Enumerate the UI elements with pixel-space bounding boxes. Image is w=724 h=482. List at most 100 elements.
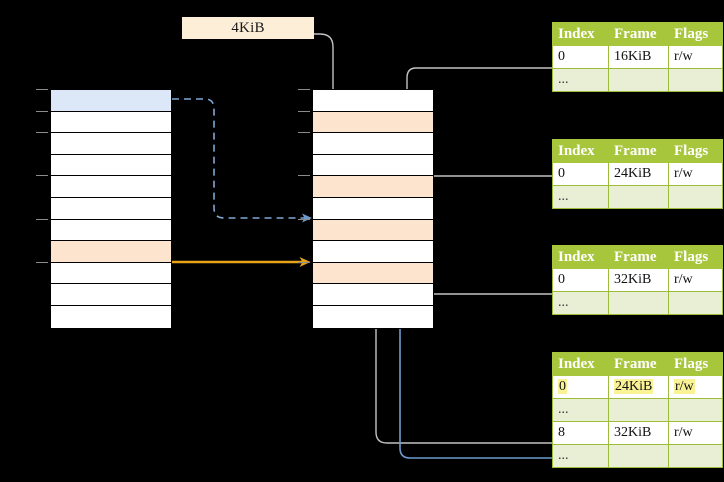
- virtual-address-space-tick-6: [36, 218, 48, 220]
- physical-address-space-row-3: [313, 154, 433, 177]
- cell-frame: 24KiB: [608, 162, 669, 186]
- virtual-address-space-tick-1: [36, 110, 48, 112]
- virtual-address-space-column: [50, 89, 172, 329]
- cell-index: 0: [552, 268, 609, 292]
- virtual-address-space-row-0: [51, 90, 171, 112]
- cell-flags: r/w: [668, 421, 723, 445]
- table-row: 0 24KiB r/w: [552, 375, 723, 399]
- cell-frame: 32KiB: [608, 268, 669, 292]
- cell-frame: [608, 185, 669, 209]
- physical-address-space-row-2: [313, 133, 433, 155]
- virtual-address-space-row-10: [51, 305, 171, 328]
- physical-address-space-row-9: [313, 284, 433, 306]
- physical-address-space-row-8: [313, 262, 433, 285]
- table-row: ...: [552, 291, 723, 315]
- physical-address-space-row-7: [313, 241, 433, 263]
- column-header-flags: Flags: [668, 22, 723, 46]
- cell-index: ...: [552, 291, 609, 315]
- cell-frame: [608, 444, 669, 468]
- virtual-address-space-row-7: [51, 241, 171, 263]
- wire-blue-dashed: [172, 98, 312, 223]
- physical-address-space-tick-6: [298, 218, 310, 220]
- cell-flags: r/w: [668, 162, 723, 186]
- highlighted-value: r/w: [674, 379, 695, 394]
- virtual-address-space-tick-8: [36, 261, 48, 263]
- virtual-address-space-row-3: [51, 154, 171, 177]
- physical-address-space-row-0: [313, 90, 433, 112]
- cell-flags: r/w: [668, 375, 723, 399]
- column-header-index: Index: [552, 139, 609, 163]
- highlighted-value: 24KiB: [614, 379, 654, 394]
- virtual-address-space-row-1: [51, 111, 171, 134]
- page-size-label: 4KiB: [182, 17, 314, 39]
- cell-frame: [608, 398, 669, 422]
- cell-index: ...: [552, 398, 609, 422]
- physical-address-space-tick-0: [298, 89, 310, 90]
- cell-index: ...: [552, 444, 609, 468]
- virtual-address-space-row-4: [51, 176, 171, 198]
- column-header-flags: Flags: [668, 352, 723, 376]
- virtual-address-space-row-5: [51, 197, 171, 220]
- physical-address-space-row-4: [313, 176, 433, 198]
- physical-address-space-row-10: [313, 305, 433, 328]
- column-header-index: Index: [552, 245, 609, 269]
- cell-flags: [668, 444, 723, 468]
- cell-frame: [608, 68, 669, 92]
- physical-address-space-tick-4: [298, 175, 310, 177]
- cell-flags: [668, 68, 723, 92]
- column-header-index: Index: [552, 22, 609, 46]
- cell-flags: [668, 185, 723, 209]
- cell-index: ...: [552, 185, 609, 209]
- virtual-address-space-row-2: [51, 133, 171, 155]
- cell-index: 0: [552, 375, 609, 399]
- virtual-address-space-tick-0: [36, 89, 48, 90]
- physical-address-space-tick-1: [298, 110, 310, 112]
- cell-frame: [608, 291, 669, 315]
- virtual-address-space-row-9: [51, 284, 171, 306]
- column-header-frame: Frame: [608, 352, 669, 376]
- column-header-flags: Flags: [668, 245, 723, 269]
- column-header-index: Index: [552, 352, 609, 376]
- cell-flags: r/w: [668, 268, 723, 292]
- cell-flags: r/w: [668, 45, 723, 69]
- column-header-frame: Frame: [608, 22, 669, 46]
- virtual-address-space-row-6: [51, 219, 171, 242]
- virtual-address-space-tick-2: [36, 132, 48, 134]
- physical-address-space-column: [312, 89, 434, 329]
- cell-frame: 24KiB: [608, 375, 669, 399]
- cell-flags: [668, 291, 723, 315]
- physical-address-space-row-6: [313, 219, 433, 242]
- cell-frame: 32KiB: [608, 421, 669, 445]
- column-header-flags: Flags: [668, 139, 723, 163]
- physical-address-space-row-5: [313, 197, 433, 220]
- highlighted-value: 0: [558, 379, 567, 394]
- table-row: ...: [552, 185, 723, 209]
- table-row: ...: [552, 398, 723, 422]
- cell-frame: 16KiB: [608, 45, 669, 69]
- cell-index: ...: [552, 68, 609, 92]
- cell-index: 8: [552, 421, 609, 445]
- table-row: ...: [552, 68, 723, 92]
- column-header-frame: Frame: [608, 139, 669, 163]
- table-row: ...: [552, 444, 723, 468]
- physical-address-space-tick-8: [298, 261, 310, 263]
- physical-address-space-tick-2: [298, 132, 310, 134]
- virtual-address-space-row-8: [51, 262, 171, 285]
- virtual-address-space-tick-4: [36, 175, 48, 177]
- cell-index: 0: [552, 162, 609, 186]
- cell-flags: [668, 398, 723, 422]
- cell-index: 0: [552, 45, 609, 69]
- physical-address-space-row-1: [313, 111, 433, 134]
